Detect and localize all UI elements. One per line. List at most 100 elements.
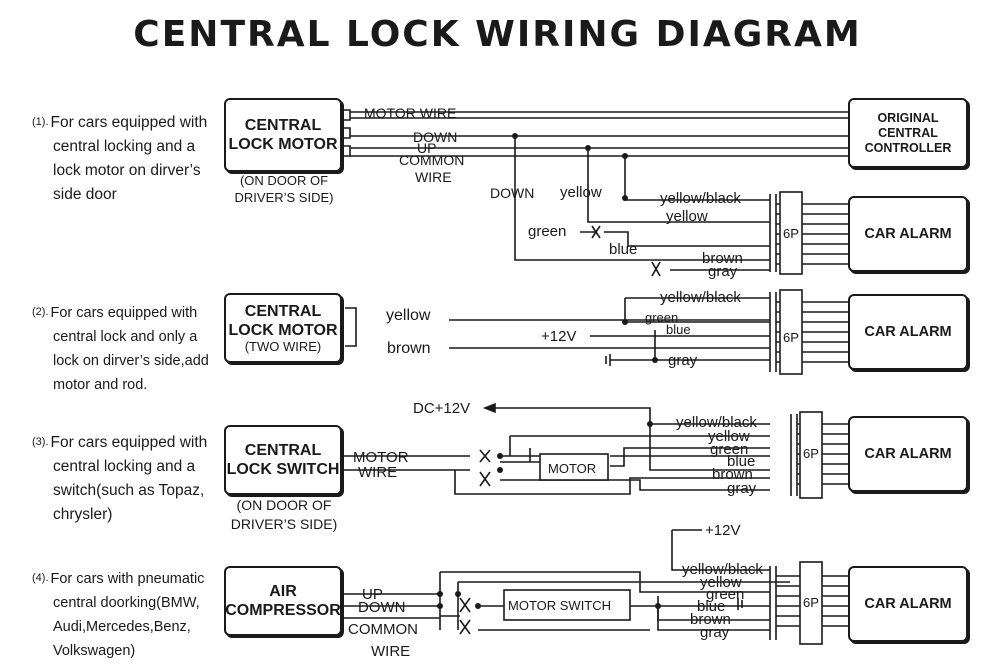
s3-car-alarm-box: CAR ALARM: [848, 416, 968, 492]
s3-motor-box: [539, 453, 609, 481]
s4-ground-symbol: [737, 598, 743, 610]
s4-cut-1: [459, 597, 471, 613]
s3-label-dc12v: DC+12V: [413, 400, 470, 417]
s1-yellow-branch: [587, 148, 770, 223]
section-1-description: (1).For cars equipped with central locki…: [32, 114, 208, 203]
section-4-description: (4).For cars with pneumatic central door…: [32, 571, 205, 659]
s1-alarm-gray: gray: [708, 263, 738, 280]
s4-verticals: [439, 572, 459, 630]
s1-label-blue: blue: [609, 241, 637, 258]
s4-alarm-yellow: yellow: [700, 574, 742, 591]
s2-6p-connector: [779, 289, 803, 375]
s4-plus12v-wire: [671, 529, 770, 571]
s2-connector-label: 6P: [783, 330, 799, 345]
s3-6p-connector: [799, 411, 823, 499]
s1-original-controller-box: ORIGINAL CENTRAL CONTROLLER: [848, 98, 968, 168]
section-4-number: (4).: [32, 572, 49, 584]
s3-cut-2: [479, 471, 491, 487]
s1-label-down-2: DOWN: [490, 185, 534, 201]
s4-switch-feed: [440, 605, 650, 631]
s4-label-plus12v: +12V: [705, 522, 740, 539]
s1-down-branch: [514, 136, 770, 261]
section-2-number: (2).: [32, 306, 49, 318]
s3-junction-yb: [647, 421, 653, 427]
s3-alarm-green: green: [710, 441, 748, 458]
s2-alarm-harness: [776, 301, 848, 363]
s4-connector-label: 6P: [803, 595, 819, 610]
s3-label-wire: WIRE: [358, 464, 397, 481]
s2-motor-terminal: [345, 307, 357, 347]
s3-motor-feed: [500, 455, 540, 463]
s3-dc12v-arrow: [482, 402, 496, 414]
s2-gray-branch: [610, 330, 770, 361]
section-3-number: (3).: [32, 436, 49, 448]
s4-cut-2: [459, 619, 471, 635]
s4-air-compressor-box: AIR COMPRESSOR: [224, 566, 342, 636]
s1-cut-gray: [651, 261, 661, 277]
cut-marks: [459, 225, 743, 635]
s3-cut-1: [479, 449, 491, 463]
s1-6p-housing: [769, 194, 777, 272]
s3-junction-2: [497, 467, 503, 473]
s1-label-green: green: [528, 223, 566, 240]
s1-motor-terminals: [340, 109, 351, 157]
s4-label-wire: WIRE: [371, 643, 410, 660]
s2-label-yellow: yellow: [386, 307, 431, 324]
diagram-title: CENTRAL LOCK WIRING DIAGRAM: [133, 14, 862, 55]
s3-central-lock-switch-box: CENTRAL LOCK SWITCH: [224, 425, 342, 495]
s3-dc12v-wire: [494, 407, 770, 471]
s1-label-wire: WIRE: [415, 169, 452, 185]
s1-car-alarm-box: CAR ALARM: [848, 196, 968, 272]
s1-alarm-brown: brown: [702, 250, 743, 267]
s4-label-common: COMMON: [348, 621, 418, 638]
s2-6p-housing: [769, 292, 777, 372]
s4-6p-connector: [799, 561, 823, 645]
s3-jumpers: [509, 436, 531, 462]
s4-motor-switch-label: MOTOR SWITCH: [508, 598, 611, 613]
s4-junction-down: [437, 603, 443, 609]
s3-alarm-blue: blue: [727, 453, 755, 470]
s2-ground-symbol: [605, 354, 611, 366]
s3-alarm-brown: brown: [712, 466, 753, 483]
s1-alarm-yellow: yellow: [666, 208, 708, 225]
s1-junction-up: [585, 145, 591, 151]
s1-cut-green: [591, 225, 601, 239]
s4-alarm-brown: brown: [690, 611, 731, 628]
s4-motor-switch-box: [503, 589, 631, 621]
s3-motor-label: MOTOR: [548, 461, 596, 476]
s3-label-motor: MOTOR: [353, 449, 409, 466]
s1-6p-connector: [779, 191, 803, 275]
s1-junction-yb: [622, 195, 628, 201]
s3-green-blue-wires: [610, 447, 770, 467]
s1-label-down: DOWN: [413, 129, 457, 145]
s3-brown-loop: [454, 470, 770, 495]
s2-alarm-yellow-black: yellow/black: [660, 289, 741, 306]
s1-label-yellow: yellow: [560, 184, 602, 201]
s2-label-plus12v: +12V: [541, 328, 576, 345]
s2-central-lock-motor-box: CENTRAL LOCK MOTOR (TWO WIRE): [224, 293, 342, 363]
s2-label-brown: brown: [387, 340, 431, 357]
s1-device-note: (ON DOOR OF DRIVER’S SIDE): [234, 173, 334, 205]
s2-junction-green: [622, 319, 628, 325]
section-1-number: (1).: [32, 116, 49, 128]
s4-junction-a: [455, 591, 461, 597]
s2-junction-gray: [652, 357, 658, 363]
s1-central-lock-motor-box: CENTRAL LOCK MOTOR: [224, 98, 342, 172]
s1-label-common: COMMON: [399, 152, 464, 168]
s1-alarm-harness: [776, 203, 848, 265]
s3-alarm-gray: gray: [727, 480, 757, 497]
s3-device-note: (ON DOOR OF DRIVER’S SIDE): [230, 497, 338, 532]
junction-dots: [437, 133, 661, 609]
s3-alarm-yellow: yellow: [708, 428, 750, 445]
s1-green-blue-branch: [580, 231, 770, 247]
section-2-description: (2).For cars equipped with central lock …: [32, 305, 209, 393]
s4-6p-housing: [769, 566, 777, 640]
s3-alarm-yellow-black: yellow/black: [676, 414, 757, 431]
s2-alarm-gray: gray: [668, 352, 698, 369]
s3-connector-label: 6P: [803, 446, 819, 461]
s4-car-alarm-box: CAR ALARM: [848, 566, 968, 642]
s1-junction-down: [512, 133, 518, 139]
s4-label-down: DOWN: [358, 599, 406, 616]
s1-label-up: UP: [417, 140, 436, 156]
